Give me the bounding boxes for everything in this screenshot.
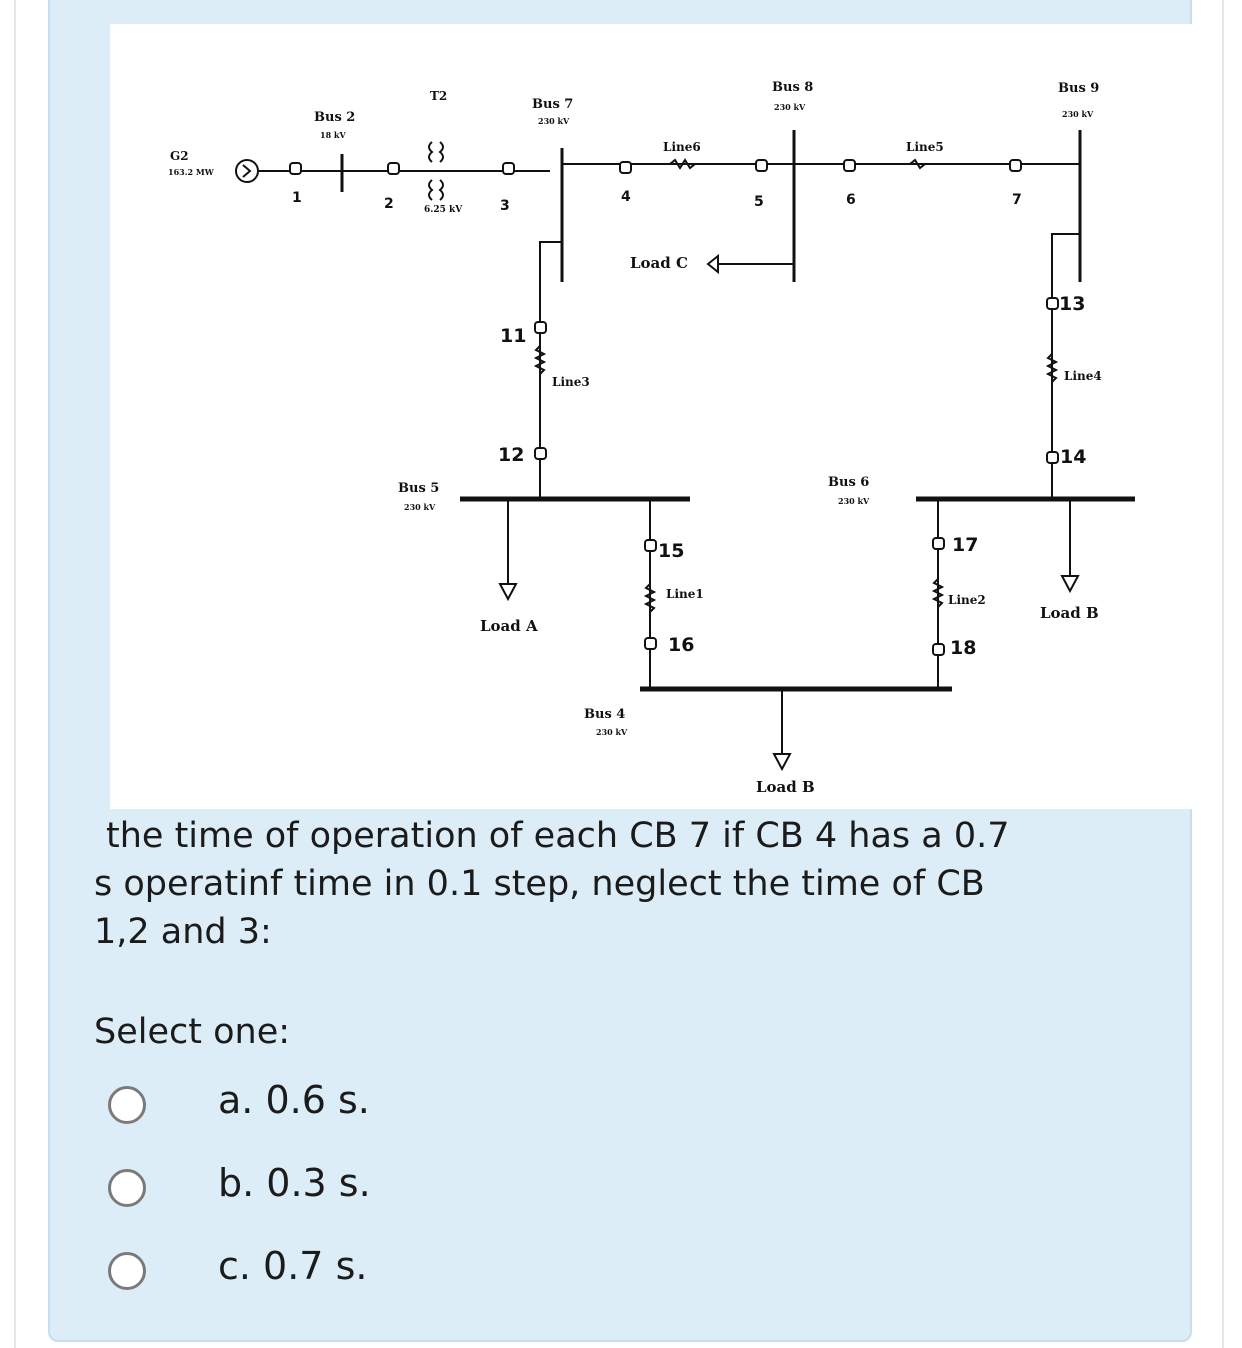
option-b-label[interactable]: b. 0.3 s. [218,1161,371,1205]
bus6-name: Bus 6 [828,475,869,490]
bus4-kv: 230 kV [596,727,628,737]
load-c-arrow [706,253,719,275]
cb-17-symbol [932,537,945,550]
load-b-bottom-label: Load B [756,778,815,796]
cb-7-symbol [1009,159,1022,172]
select-one-label: Select one: [94,1012,291,1052]
bus9-to-bus6-path [1051,233,1080,499]
option-c-label[interactable]: c. 0.7 s. [218,1244,368,1288]
bus5-name: Bus 5 [398,481,439,496]
cb-2-number: 2 [384,196,394,212]
bus9-kv: 230 kV [1062,109,1094,119]
generator-symbol [235,159,259,183]
cb-5-symbol [755,159,768,172]
line2-impedance [931,578,945,608]
line5-label: Line5 [906,140,944,154]
gen-label: G2 [170,149,189,163]
cb-3-number: 3 [500,198,510,214]
transformer-upper [428,141,444,163]
load-b-right-label: Load B [1040,604,1099,622]
cb-13-symbol [1046,297,1059,310]
cb-15-number: 15 [658,540,684,562]
cb-6-number: 6 [846,192,856,208]
bus9-name: Bus 9 [1058,81,1099,96]
cb-11-symbol [534,321,547,334]
question-line-1: the time of operation of each CB 7 if CB… [106,816,1010,856]
cb-1-number: 1 [292,190,302,206]
line3-label: Line3 [552,375,590,389]
line6-label: Line6 [663,140,701,154]
question-line-2: s operatinf time in 0.1 step, neglect th… [94,864,985,904]
bus8-name: Bus 8 [772,80,813,95]
cb-2-symbol [387,162,400,175]
option-b-radio[interactable] [108,1169,146,1207]
cb-15-symbol [644,539,657,552]
option-a[interactable]: a. 0.6 s. [108,1078,708,1144]
cb-4-number: 4 [621,189,631,205]
transformer-lower [428,179,444,201]
cb-16-symbol [644,637,657,650]
right-page-rule [1222,0,1224,1348]
option-b[interactable]: b. 0.3 s. [108,1161,708,1227]
cb-12-symbol [534,447,547,460]
cb-4-symbol [619,161,632,174]
load-b-bottom-arrow [772,753,792,772]
line1-label: Line1 [666,587,704,601]
bus6-kv: 230 kV [838,496,870,506]
load-b-right-arrow [1060,575,1080,594]
bus8-kv: 230 kV [774,102,806,112]
cb-14-number: 14 [1060,446,1086,468]
option-c[interactable]: c. 0.7 s. [108,1244,708,1310]
option-c-radio[interactable] [108,1252,146,1290]
bus2-name: Bus 2 [314,110,355,125]
generator-arrow [242,164,252,178]
cb-3-symbol [502,162,515,175]
line4-impedance [1045,353,1059,383]
option-a-label[interactable]: a. 0.6 s. [218,1078,370,1122]
cb-1-symbol [289,162,302,175]
left-page-rule [14,0,16,1348]
cb-11-number: 11 [500,325,526,347]
cb-17-number: 17 [952,534,978,556]
cb-5-number: 5 [754,194,764,210]
load-a-arrow [498,583,518,602]
power-system-diagram: G2 163.2 MW Bus 2 18 kV T2 6.25 kV Bus 7… [110,24,1222,809]
bus2-kv: 18 kV [320,130,346,140]
cb-16-number: 16 [668,634,694,656]
cb-14-symbol [1046,451,1059,464]
option-a-radio[interactable] [108,1086,146,1124]
cb-18-number: 18 [950,637,976,659]
bus7-kv: 230 kV [538,116,570,126]
bus4-name: Bus 4 [584,707,625,722]
load-c-label: Load C [630,254,688,272]
t2-name: T2 [430,89,447,103]
line3-impedance [533,345,547,375]
gen-rating: 163.2 MW [168,167,215,177]
one-line-diagram-svg: G2 163.2 MW Bus 2 18 kV T2 6.25 kV Bus 7… [168,80,1135,796]
cb-6-symbol [843,159,856,172]
bus7-to-bus5-path [539,241,562,499]
load-a-label: Load A [480,617,538,635]
line2-label: Line2 [948,593,986,607]
line4-label: Line4 [1064,369,1102,383]
question-line-3: 1,2 and 3: [94,912,272,952]
t2-rating: 6.25 kV [424,205,463,215]
cb-13-number: 13 [1059,293,1085,315]
bus5-kv: 230 kV [404,502,436,512]
line6-impedance [669,158,696,170]
line5-impedance [909,158,926,170]
question-text: the time of operation of each CB 7 if CB… [94,812,1094,956]
line1-impedance [643,583,657,613]
cb-18-symbol [932,643,945,656]
cb-12-number: 12 [498,444,524,466]
cb-7-number: 7 [1012,192,1022,208]
bus7-name: Bus 7 [532,97,573,112]
